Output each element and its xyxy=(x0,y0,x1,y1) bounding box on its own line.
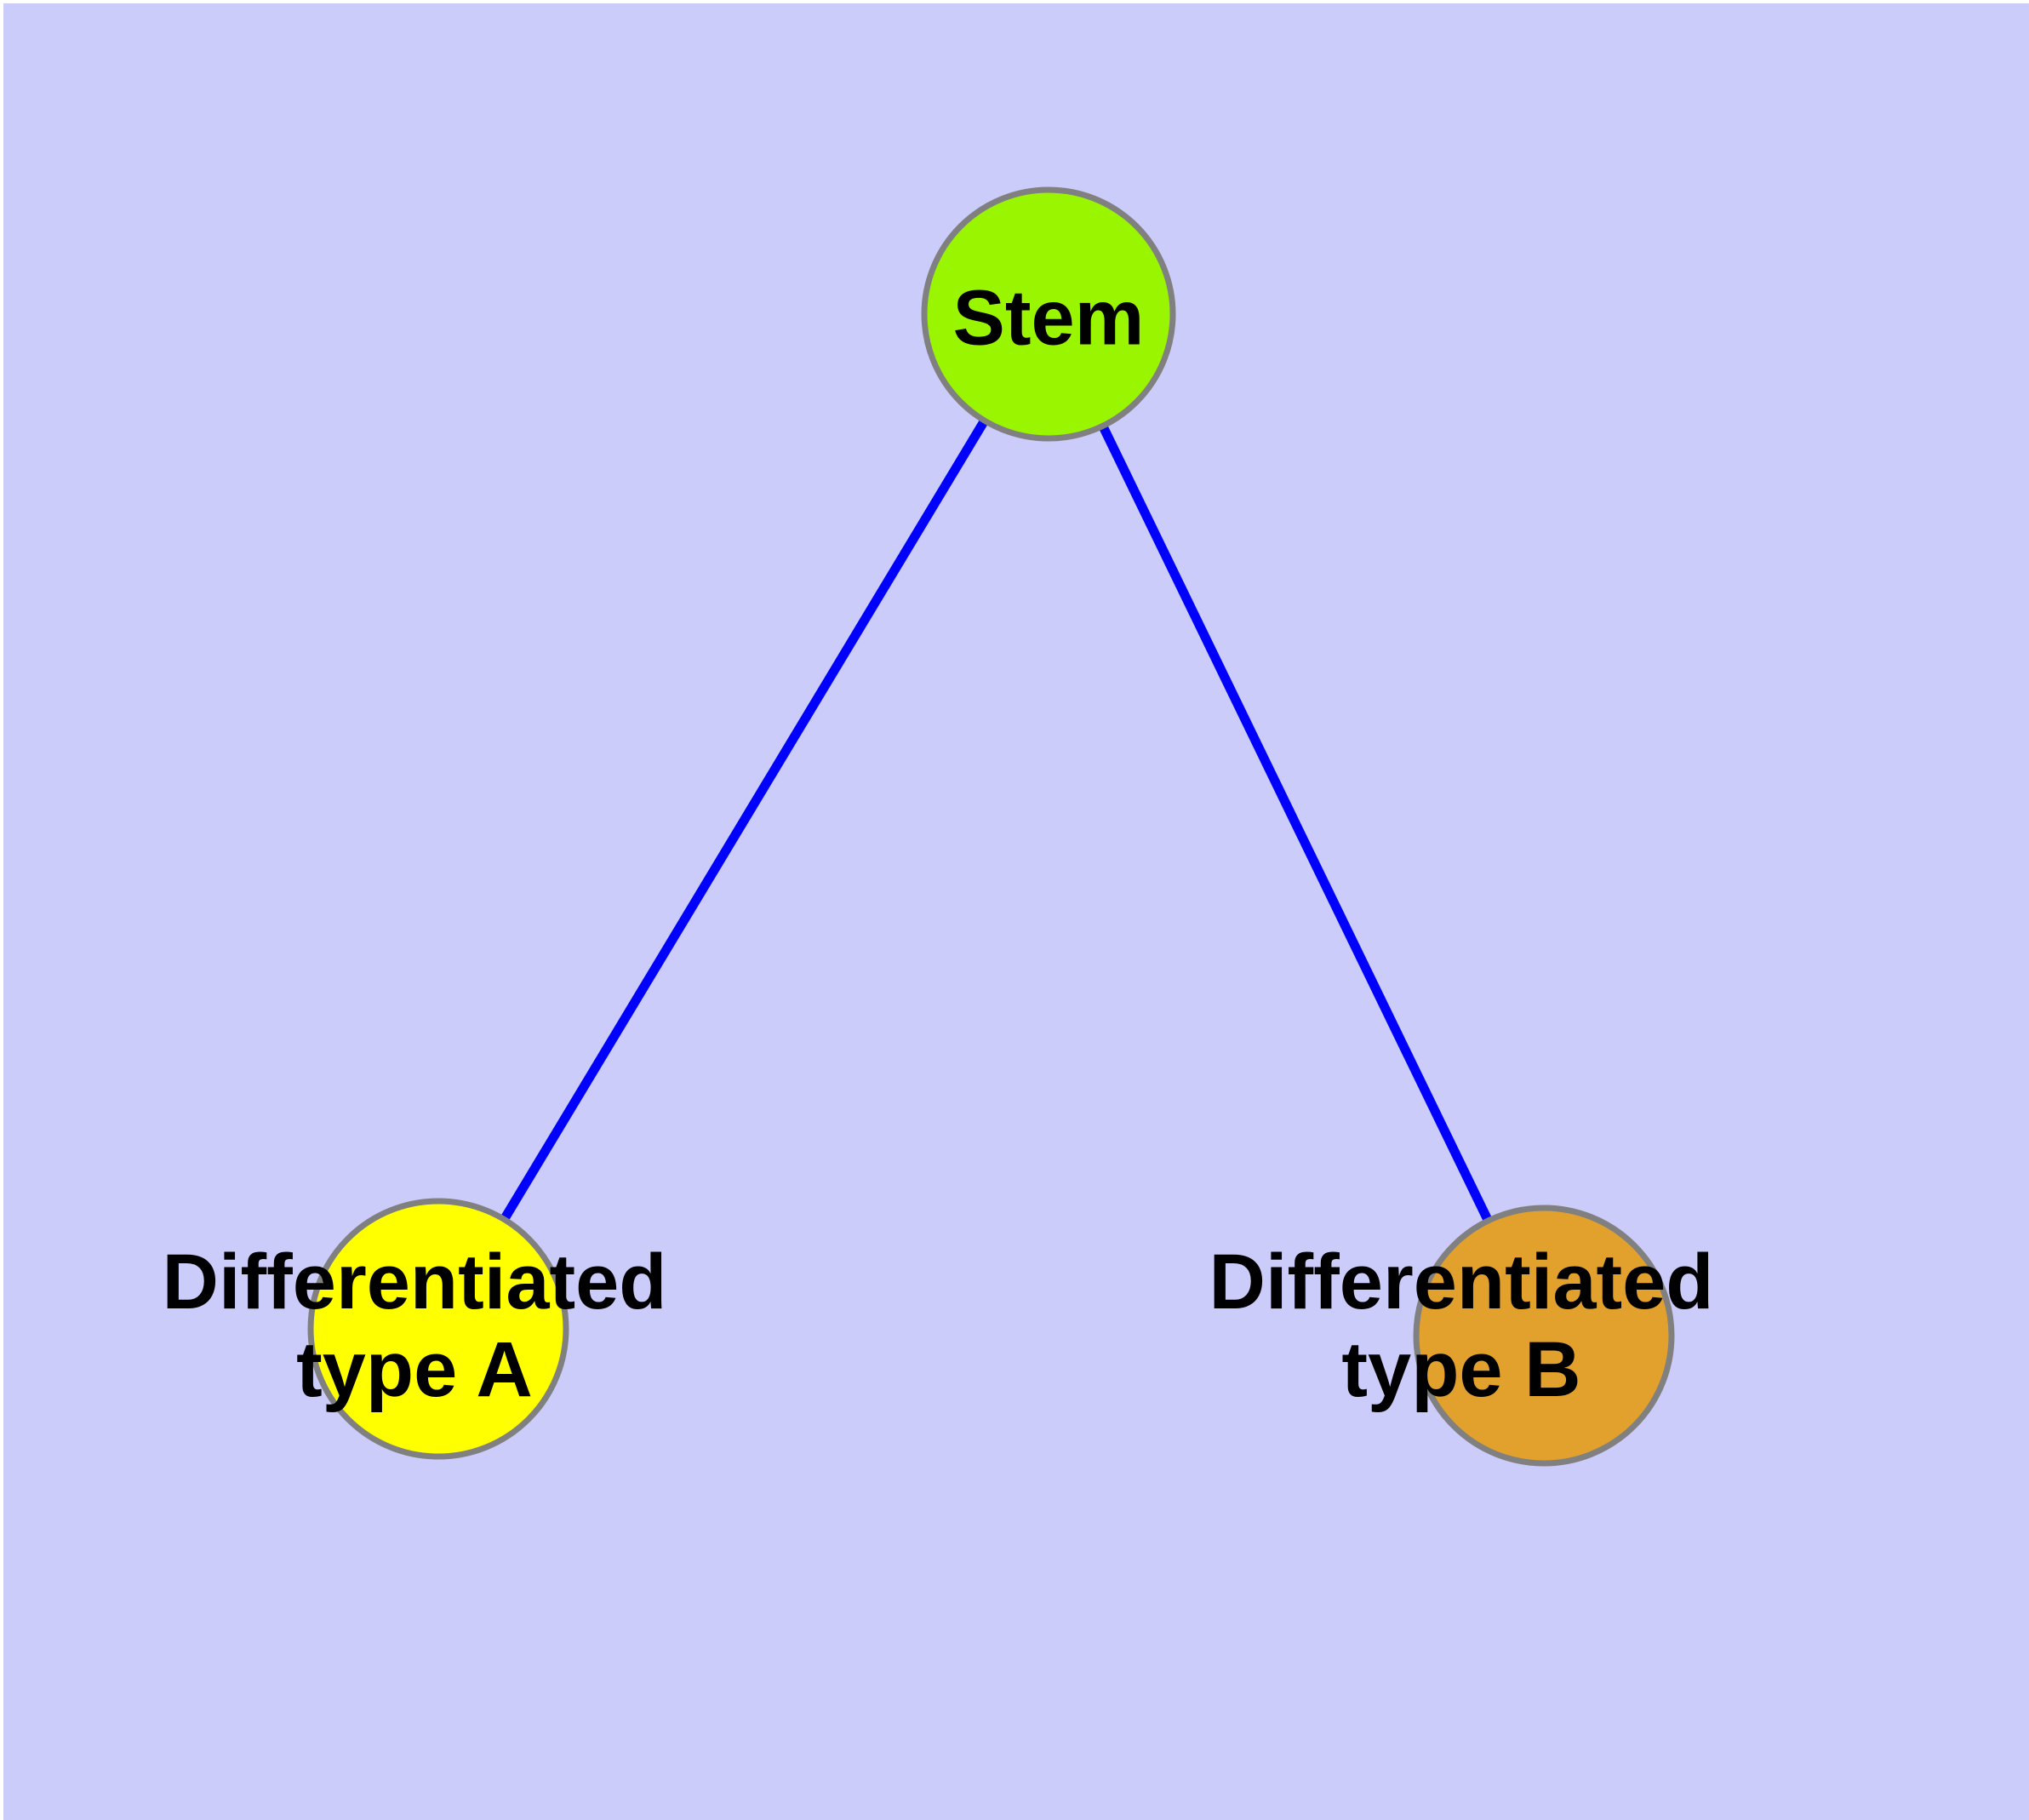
node-layer xyxy=(307,186,1675,1467)
node-differentiated-type-b-circle[interactable] xyxy=(1413,1205,1675,1467)
edge-layer xyxy=(434,312,1548,1338)
edge-stem-to-differentiated-type-a[interactable] xyxy=(434,312,1053,1331)
edge-stem-to-differentiated-type-b[interactable] xyxy=(1044,312,1548,1338)
node-stem-circle[interactable] xyxy=(921,186,1176,442)
node-differentiated-type-a-circle[interactable] xyxy=(307,1198,569,1460)
node-stem-label: Stem xyxy=(953,275,1145,362)
